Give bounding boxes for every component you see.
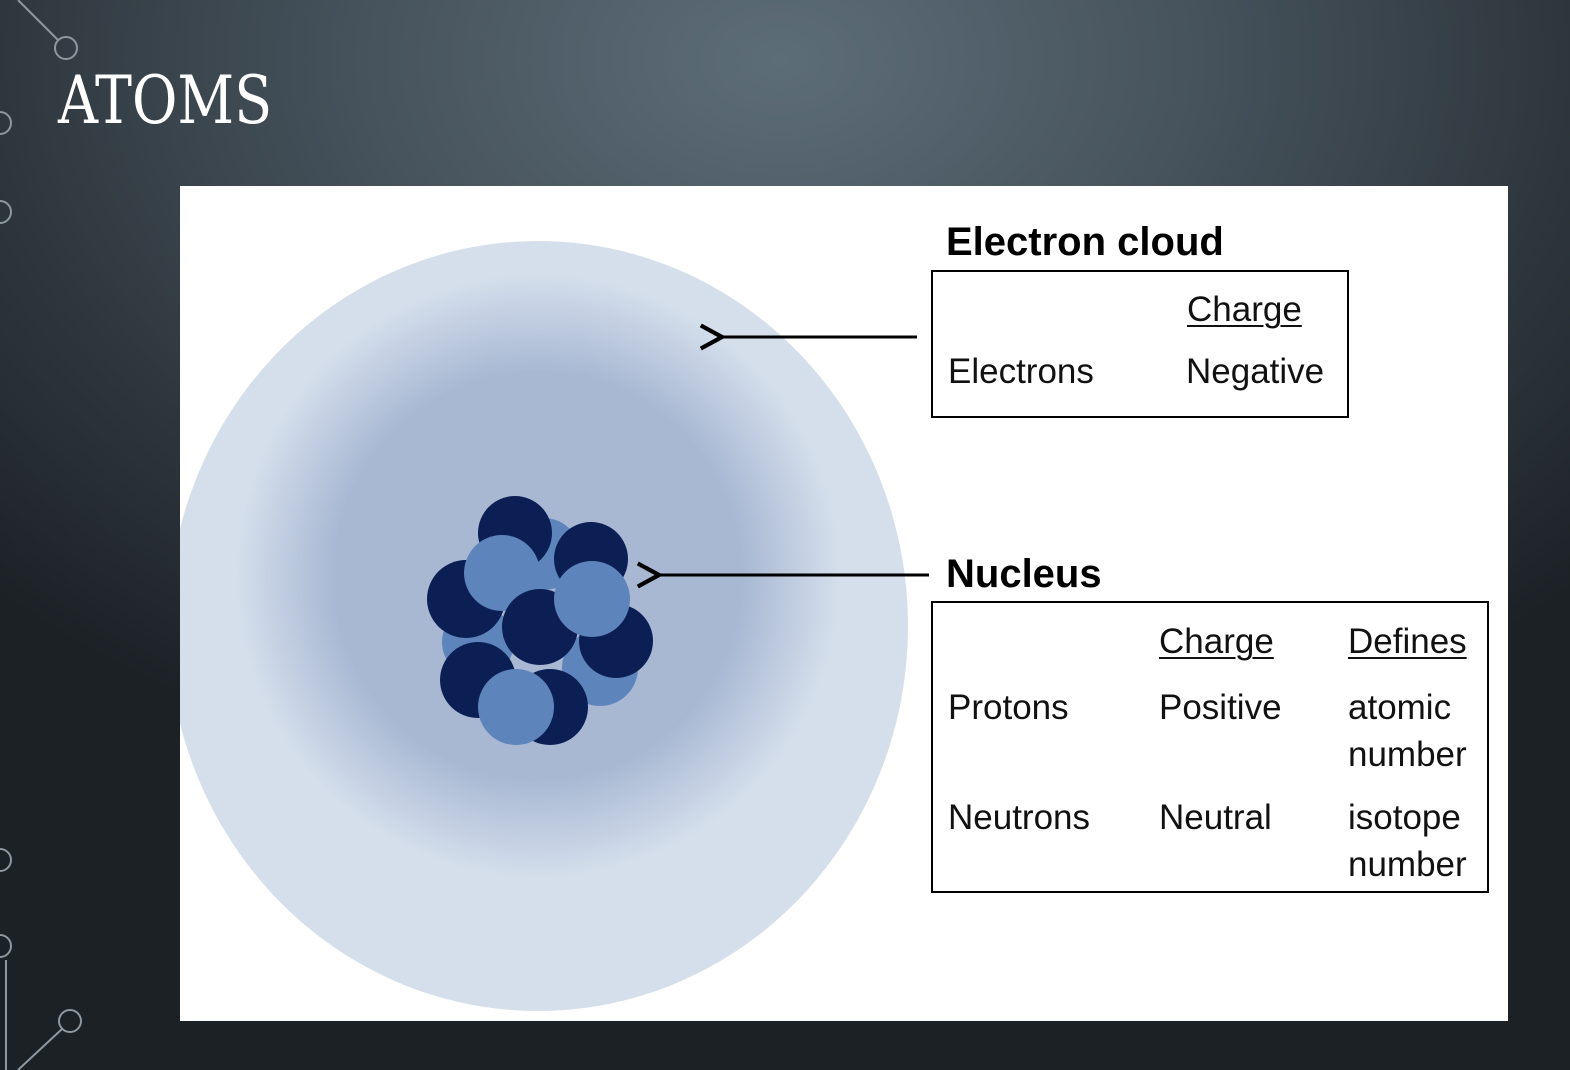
atom-diagram-panel: Electron cloud Charge Electrons Negative… xyxy=(180,186,1508,1021)
charge-column-header: Charge xyxy=(1159,622,1274,661)
protons-charge: Positive xyxy=(1159,688,1282,727)
electrons-charge: Negative xyxy=(1186,352,1325,391)
neutrons-charge: Neutral xyxy=(1159,798,1272,837)
charge-column-header: Charge xyxy=(1187,290,1302,329)
protons-defines-line2: number xyxy=(1348,735,1467,774)
neutron-particle xyxy=(464,535,540,611)
protons-defines-line1: atomic xyxy=(1348,688,1452,727)
neutrons-name: Neutrons xyxy=(948,798,1091,837)
electrons-name: Electrons xyxy=(948,352,1094,391)
nucleus-table: Charge Defines Protons Positive atomic n… xyxy=(931,601,1489,893)
neutron-particle xyxy=(554,561,630,637)
electron-cloud-table: Charge Electrons Negative xyxy=(931,270,1349,418)
electron-cloud-label: Electron cloud xyxy=(946,220,1224,264)
nucleus-cluster xyxy=(427,496,653,745)
protons-name: Protons xyxy=(948,688,1069,727)
neutron-particle xyxy=(478,669,554,745)
slide-title: ATOMS xyxy=(58,62,273,139)
atom-illustration xyxy=(180,241,929,1011)
defines-column-header: Defines xyxy=(1348,622,1467,661)
neutrons-defines-line1: isotope xyxy=(1348,798,1461,837)
neutrons-defines-line2: number xyxy=(1348,845,1467,884)
nucleus-label: Nucleus xyxy=(946,552,1102,596)
